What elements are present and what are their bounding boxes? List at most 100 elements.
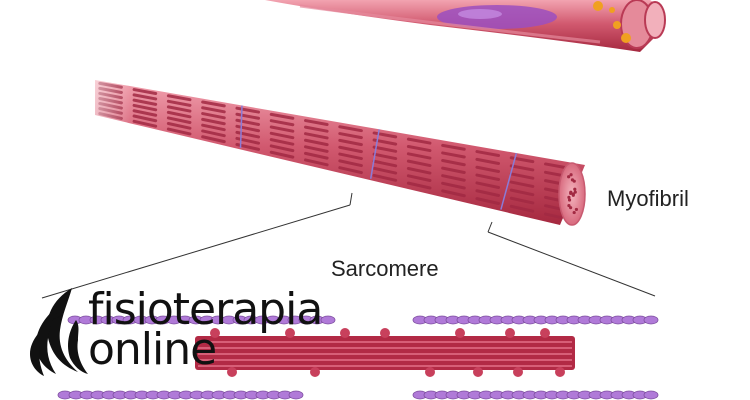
myofibril-stripe — [509, 188, 535, 197]
myofibril-stripe — [166, 116, 192, 124]
mitochondrion — [609, 7, 615, 13]
myofibril-stripe — [406, 152, 432, 160]
cross-section-dot — [571, 193, 575, 197]
z-disc-line — [369, 129, 380, 179]
myofibril-stripe — [201, 100, 226, 108]
myofibril-stripe — [406, 144, 432, 153]
myofibril-stripe — [509, 180, 535, 188]
myofibril-stripe — [304, 138, 329, 147]
myofibril-stripe — [166, 99, 192, 107]
myofibril-stripe — [166, 94, 192, 102]
actin-bead — [320, 315, 336, 325]
myofibril-stripe — [338, 145, 363, 154]
myofibril-stripe — [304, 119, 329, 126]
myosin-head — [210, 328, 220, 338]
logo-line-1: fisioterapia — [88, 284, 323, 335]
myofibril-stripe — [304, 151, 329, 160]
myofibril-stripe — [132, 109, 158, 117]
myofibril-stripe — [166, 121, 192, 130]
brand-logo-text: fisioterapia online — [88, 284, 323, 375]
sarcomere-label: Sarcomere — [331, 256, 439, 281]
cross-section-dot — [573, 187, 577, 191]
z-disc-line — [239, 105, 243, 149]
myosin-head — [473, 367, 483, 377]
myofibril-stripe — [475, 189, 501, 197]
myofibril-stripe — [166, 127, 192, 136]
myofibril-stripe — [441, 166, 466, 175]
myofibril-stripe — [406, 181, 432, 190]
myofibril-cylinder — [60, 70, 586, 226]
myofibril-stripe — [269, 112, 295, 120]
myosin-head — [555, 367, 565, 377]
myofibril-stripe — [441, 151, 466, 159]
myofibril-stripe — [132, 119, 158, 128]
myofibril-stripe — [132, 103, 158, 112]
nucleus-highlight — [458, 9, 502, 19]
myofibril-stripe — [304, 158, 329, 167]
myofibril-stripe — [338, 159, 363, 168]
myosin-head — [310, 367, 320, 377]
myofibril-stripe — [201, 112, 226, 120]
actin-bead — [643, 315, 659, 325]
cross-section-dot — [569, 173, 573, 177]
myofibril-stripe — [509, 164, 535, 172]
myofibril-stripe — [475, 173, 501, 181]
myofibril-stripe — [338, 166, 363, 175]
myosin-head — [227, 367, 237, 377]
zoom-connector-lines — [41, 192, 656, 299]
myofibril-stripe — [269, 144, 295, 153]
myosin-head — [380, 328, 390, 338]
myofibril-stripe — [132, 88, 158, 95]
myosin-head — [513, 367, 523, 377]
myofibril-stripe — [269, 150, 295, 159]
myofibril-stripe — [406, 166, 432, 175]
myofibril-stripe — [441, 159, 466, 167]
myofibril-stripe — [304, 125, 329, 133]
myofibril-stripe — [372, 159, 398, 168]
cross-section-dot — [567, 203, 571, 208]
myofibril-stripe — [475, 165, 501, 173]
cross-section-dot — [572, 179, 576, 183]
myofibril-stripe — [201, 123, 226, 132]
myofibril-stripe — [269, 138, 295, 146]
myofibril-stripe — [406, 159, 432, 168]
myofibril-stripe — [166, 110, 192, 119]
myofibril-stripe — [132, 93, 158, 101]
cross-section-dot — [567, 198, 572, 202]
myofibril-stripe — [441, 143, 466, 151]
cross-section-dot — [574, 207, 579, 212]
myofibril-stripe — [166, 105, 192, 113]
myofibril-stripe — [304, 145, 329, 153]
myofibril-stripe — [132, 114, 158, 123]
myofibril-stripe — [235, 118, 261, 127]
myofibril-stripe — [509, 172, 535, 180]
actin-bead — [643, 390, 659, 400]
myofibril-stripe — [544, 162, 569, 170]
cross-section-dot — [567, 195, 571, 199]
myosin-head — [455, 328, 465, 338]
actin-bead — [288, 390, 304, 400]
myofibril-stripe — [372, 145, 398, 153]
cross-section-dot — [572, 210, 576, 215]
myofibril-stripe — [372, 173, 398, 182]
muscle-fiber — [265, 0, 666, 52]
myofibril-stripe — [338, 132, 363, 140]
myosin-thick-filament — [195, 328, 575, 377]
myofibril-stripe — [269, 131, 295, 140]
myofibril-stripe — [509, 196, 535, 205]
myofibril-stripe — [338, 125, 363, 133]
myofibril-stripe — [372, 166, 398, 175]
logo-line-2: online — [88, 324, 217, 375]
myofibril-stripe — [441, 181, 466, 190]
flame-feather-icon — [30, 288, 88, 376]
myofibril-stripe — [235, 112, 261, 120]
myofibril-stripe — [406, 137, 432, 145]
myofibril-stripe — [475, 157, 501, 165]
mitochondrion — [621, 33, 631, 43]
z-disc-line — [500, 152, 518, 210]
myofibril-stripe — [441, 189, 466, 198]
myofibril-stripe — [235, 106, 261, 114]
myofibril-stripe — [201, 117, 226, 126]
myofibril-stripe — [372, 131, 398, 139]
